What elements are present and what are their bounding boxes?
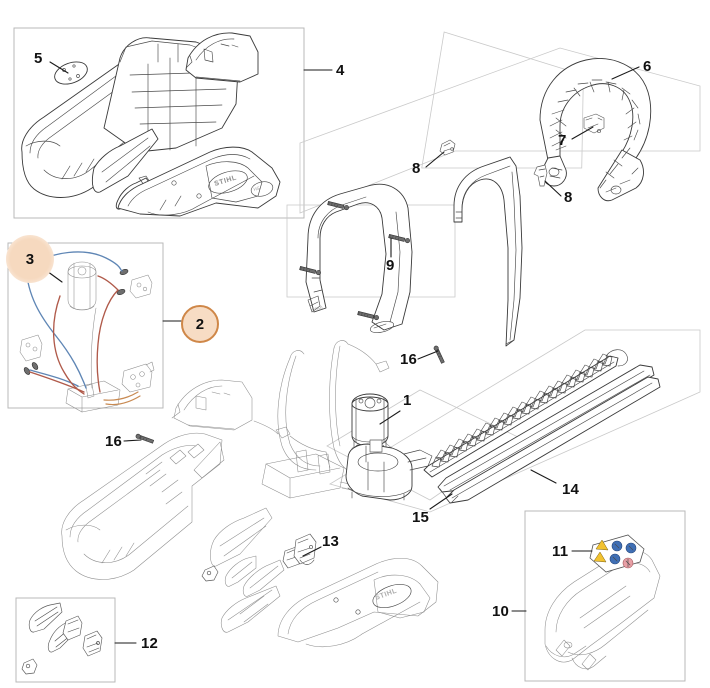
part-3-terminals [23, 268, 129, 375]
part-9-guard-mount: STIHL [305, 183, 413, 333]
part-8-clip-top [439, 139, 456, 156]
brand-mark-stihl-2: STIHL [374, 587, 398, 601]
part-15-cutting-blade [423, 349, 628, 478]
part-14-blade-guide-rail [437, 364, 661, 504]
callout-7[interactable]: 7 [558, 132, 567, 149]
callout-14[interactable]: 14 [562, 481, 580, 498]
part-12-contents [21, 602, 103, 675]
part-gear-housing [345, 439, 433, 501]
part-bottom-housing [61, 432, 225, 580]
callout-16-left[interactable]: 16 [105, 433, 123, 450]
callout-2: 2 [195, 315, 205, 333]
callout-8-lower[interactable]: 8 [564, 189, 573, 206]
callout-11[interactable]: 11 [552, 543, 569, 560]
callout-1[interactable]: 1 [403, 392, 412, 409]
part-3-switch-box [65, 380, 121, 413]
part-center-mount-block [261, 449, 345, 499]
group-box-3 [7, 242, 164, 409]
callout-15[interactable]: 15 [412, 509, 430, 526]
part-7-clamp [583, 113, 605, 134]
part-3-motor-body [67, 261, 97, 311]
callout-12[interactable]: 12 [141, 635, 159, 652]
callout-leaders [39, 61, 640, 644]
brand-mark-guard: STIHL [311, 305, 325, 313]
group-frame-7 [299, 47, 701, 214]
part-8-clip-bottom [533, 164, 548, 187]
part-center-cover [171, 379, 253, 431]
callout-8-upper[interactable]: 8 [412, 160, 421, 177]
part-4-top-cover [185, 32, 259, 83]
callout-9[interactable]: 9 [386, 257, 395, 274]
part-3-connector-left [19, 334, 43, 362]
group-frame-6 [421, 31, 584, 169]
part-16b-screw-bottom [135, 433, 155, 444]
group-box-12 [15, 597, 116, 683]
part-3-connector-right [121, 361, 155, 393]
part-10-cover [544, 550, 661, 671]
callout-3: 3 [25, 250, 35, 268]
part-bottom-right-housing: STIHL [277, 557, 439, 647]
part-4-rail [91, 128, 159, 193]
part-3-connector-top-right [129, 274, 153, 299]
part-13-lever-group [201, 507, 317, 633]
callout-13[interactable]: 13 [322, 533, 340, 550]
group-frame-blade [329, 329, 701, 513]
part-11-warning-label [589, 534, 645, 573]
part-8-guard-bar [453, 156, 523, 347]
callout-5[interactable]: 5 [34, 50, 43, 67]
brand-mark-small: HS [253, 186, 260, 192]
group-box-10 [524, 510, 686, 682]
group-box-4 [13, 27, 305, 219]
callout-3-highlight[interactable]: 3 [6, 235, 54, 283]
callout-16-center[interactable]: 16 [400, 351, 418, 368]
part-6-loop-handle [539, 58, 652, 202]
part-16-screw-center [433, 345, 445, 364]
part-5-nameplate [54, 61, 88, 85]
callout-4[interactable]: 4 [336, 62, 345, 79]
callout-2-highlight[interactable]: 2 [181, 305, 219, 343]
callout-6[interactable]: 6 [643, 58, 652, 75]
part-9-screws [299, 200, 410, 321]
callout-10[interactable]: 10 [492, 603, 510, 620]
part-4-housing-right: STIHL HS [117, 146, 281, 217]
